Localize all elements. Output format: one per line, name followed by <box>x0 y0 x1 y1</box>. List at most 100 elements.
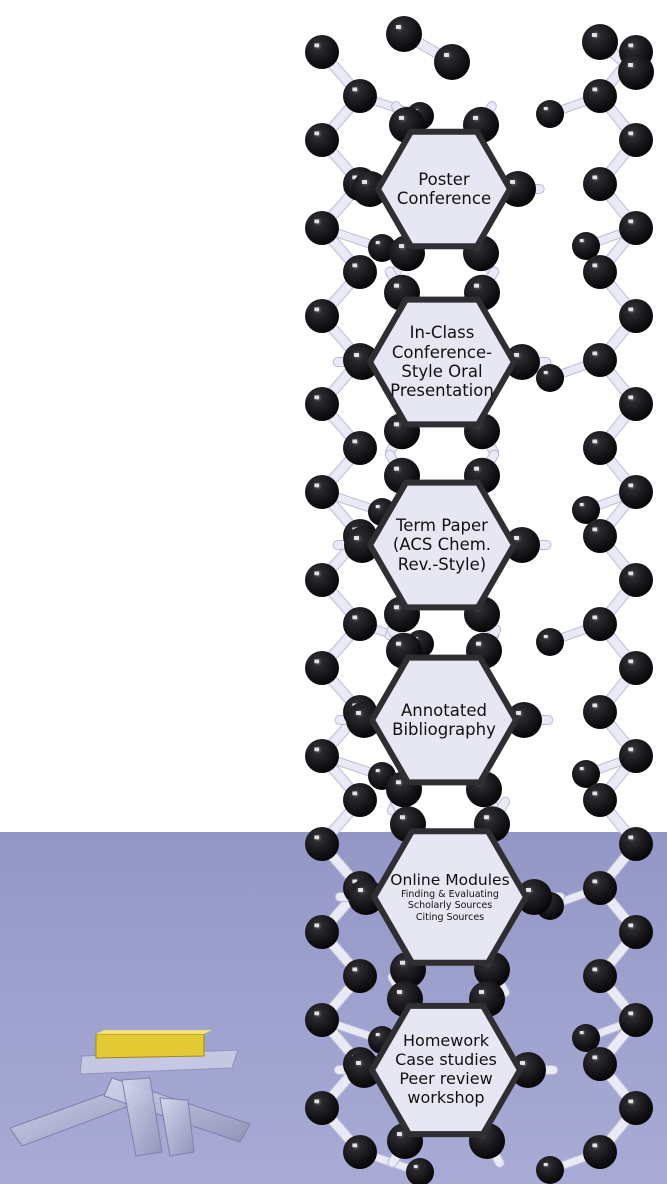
atom-highlight <box>628 43 634 48</box>
atom-highlight <box>314 307 320 312</box>
atom <box>619 563 653 597</box>
atom-highlight <box>355 1061 361 1065</box>
atom-highlight <box>592 87 598 92</box>
atom <box>619 211 653 245</box>
atom-highlight <box>592 527 598 532</box>
atom-highlight <box>579 239 584 243</box>
atom <box>346 1052 382 1088</box>
yellow-block <box>95 1033 205 1059</box>
atom <box>510 1052 546 1088</box>
atom-highlight <box>628 659 634 664</box>
stage-hexagon-online <box>371 828 529 966</box>
atom <box>619 739 653 773</box>
atom-highlight <box>395 641 401 646</box>
atom <box>619 123 653 157</box>
stage-label-line: In-Class <box>409 323 475 343</box>
atom-highlight <box>628 923 634 928</box>
stage-label-line: Poster <box>418 169 470 189</box>
atom-highlight <box>591 33 597 37</box>
atom-highlight <box>393 605 399 610</box>
atom <box>305 123 339 157</box>
atom-highlight <box>543 371 548 375</box>
stage-sublabel-line: Finding & Evaluating <box>401 889 499 901</box>
atom-highlight <box>592 439 598 444</box>
atom <box>583 607 617 641</box>
atom <box>583 783 617 817</box>
atom-highlight <box>628 307 634 312</box>
stage-label-term: Term Paper(ACS Chem.Rev.-Style) <box>384 484 499 606</box>
atom-highlight <box>515 711 521 715</box>
atom-highlight <box>579 767 584 771</box>
atom-highlight <box>592 1143 598 1148</box>
stage-label-line: Annotated <box>400 700 487 720</box>
atom <box>352 171 388 207</box>
atom-highlight <box>398 115 404 120</box>
atom-highlight <box>314 659 320 664</box>
atom <box>368 234 396 262</box>
atom-highlight <box>513 536 519 540</box>
atom-highlight <box>314 835 320 840</box>
atom <box>305 211 339 245</box>
atom-highlight <box>543 1163 548 1167</box>
atom <box>343 607 377 641</box>
atom-highlight <box>592 175 598 180</box>
atom-highlight <box>399 815 405 820</box>
atom <box>619 651 653 685</box>
atom <box>305 739 339 773</box>
atom-highlight <box>398 244 404 249</box>
stage-label-line: Bibliography <box>392 719 496 739</box>
atom-highlight <box>413 1165 418 1169</box>
atom-highlight <box>375 769 380 773</box>
glass-piece <box>159 1097 195 1157</box>
atom <box>619 1003 653 1037</box>
atom <box>619 1091 653 1125</box>
stage-label-line: Term Paper <box>396 515 488 535</box>
atom-highlight <box>509 180 515 184</box>
atom-highlight <box>314 43 320 48</box>
atom-highlight <box>352 1143 358 1148</box>
atom-highlight <box>395 25 401 29</box>
atom <box>305 915 339 949</box>
atom-highlight <box>375 505 380 509</box>
atom-highlight <box>395 780 401 785</box>
atom <box>572 496 600 524</box>
atom <box>516 879 552 915</box>
atom-highlight <box>475 641 481 646</box>
atom-highlight <box>592 615 598 620</box>
atom-highlight <box>478 989 484 994</box>
atom <box>434 44 470 80</box>
stage-hexagon-annotated <box>369 654 519 786</box>
molecule-kit-pieces <box>9 1030 251 1157</box>
atom-highlight <box>627 63 633 67</box>
atom <box>504 527 540 563</box>
stage-label-line: Online Modules <box>390 870 510 889</box>
atom <box>619 299 653 333</box>
atom <box>305 563 339 597</box>
atom-highlight <box>592 967 598 972</box>
atom-highlight <box>628 219 634 224</box>
atom-highlight <box>473 283 479 288</box>
atom <box>583 79 617 113</box>
atom <box>583 695 617 729</box>
atom-highlight <box>314 219 320 224</box>
atom-highlight <box>443 53 449 57</box>
stage-label-line: Peer review <box>399 1068 493 1088</box>
atom <box>305 475 339 509</box>
atom-highlight <box>314 131 320 136</box>
atom-highlight <box>519 1061 525 1065</box>
atom-highlight <box>393 283 399 288</box>
atom <box>305 299 339 333</box>
atom-highlight <box>352 791 358 796</box>
atom <box>583 343 617 377</box>
atom <box>500 171 536 207</box>
atom-highlight <box>393 422 399 427</box>
atom <box>536 364 564 392</box>
stage-sublabel-line: Scholarly Sources <box>407 900 493 912</box>
atom <box>536 100 564 128</box>
atom <box>583 871 617 905</box>
atom <box>583 1047 617 1081</box>
stage-label-line: Rev.-Style) <box>397 554 487 574</box>
